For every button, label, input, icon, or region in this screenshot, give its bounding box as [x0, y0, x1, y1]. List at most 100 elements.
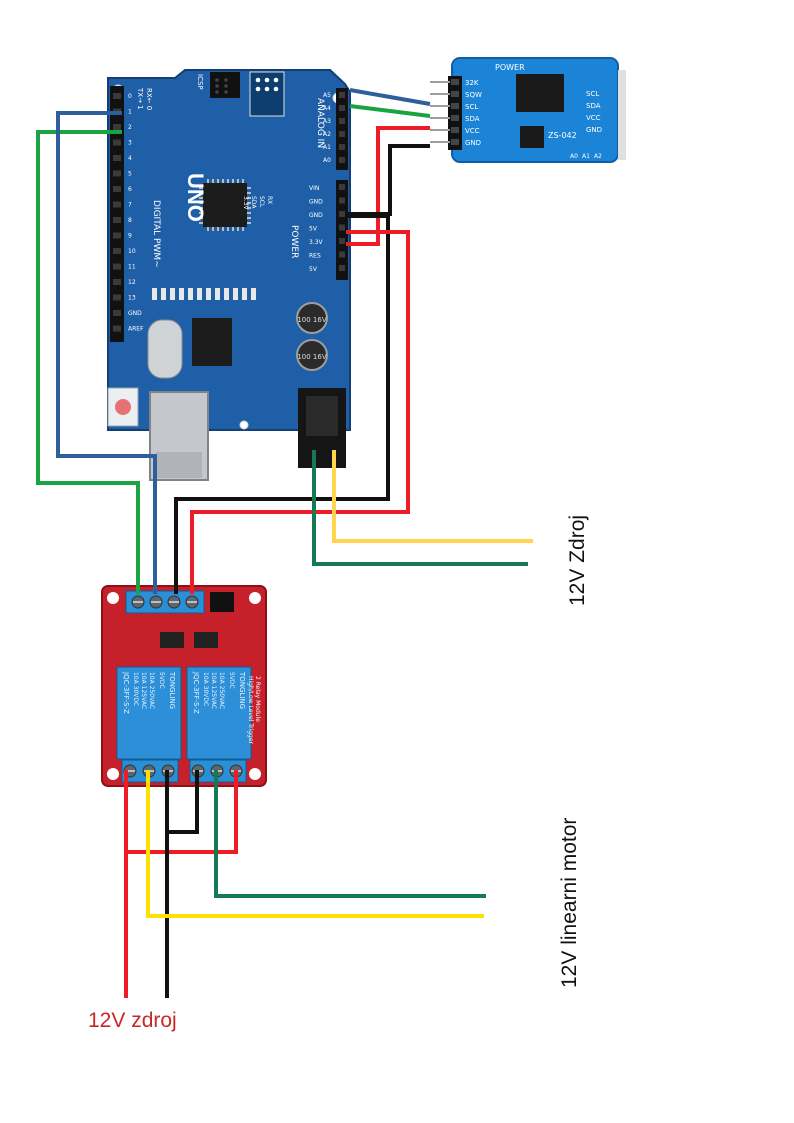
wire-red-relay-bridge	[126, 770, 238, 854]
digital-pin-hole	[113, 279, 121, 285]
rtc-address-label: A0	[570, 153, 578, 160]
relay2-rating1: 10A 250VAC	[218, 672, 225, 709]
wire-black-relay-bridge	[167, 770, 199, 834]
power-pin-label: 5V	[309, 226, 318, 233]
analog-pin-label: A2	[323, 131, 331, 138]
analog-pin-label: A4	[323, 105, 331, 112]
icsp-label: ICSP	[196, 74, 204, 90]
digital-pin-hole	[113, 155, 121, 161]
analog-pin-hole	[339, 157, 345, 163]
rtc-address-label: A2	[594, 153, 602, 160]
rtc-right-pin-label: SDA	[586, 102, 601, 110]
rtc-right-pin-label: GND	[586, 126, 602, 134]
power-pin-label: GND	[309, 199, 323, 206]
wire-gold-power-pos	[332, 450, 533, 543]
digital-pin-label: 8	[128, 217, 132, 224]
power-pin-hole	[339, 197, 345, 204]
relay1-model: JQC-3FF-S-Z	[122, 671, 130, 714]
smd-components	[152, 288, 256, 300]
digital-pin-label: 2	[128, 124, 132, 131]
cap-label-1: 100 16V	[297, 316, 326, 324]
digital-pin-hole	[113, 201, 121, 208]
rtc-left-pin-label: SCL	[465, 103, 478, 111]
chip-legs	[199, 179, 251, 231]
icsp-dots	[215, 77, 279, 94]
right-pin-holes	[339, 92, 345, 271]
digital-pin-hole	[113, 263, 121, 270]
capacitor-1: 100 16V	[296, 302, 328, 334]
relay2-brand: TONGLING	[238, 671, 246, 709]
digital-pin-hole	[113, 248, 121, 254]
board-misc-label: 3.3V	[242, 196, 249, 211]
digital-pin-label: AREF	[128, 326, 144, 333]
rtc-left-pins-graphics	[430, 79, 459, 145]
power-supply-label-top: 12V Zdroj	[566, 515, 589, 606]
icsp-header-right	[249, 71, 285, 117]
relay1-coil: 5VDC	[158, 672, 165, 689]
wire-yellow-motor	[146, 770, 484, 918]
digital-pin-hole	[113, 232, 121, 239]
digital-pin-hole	[113, 170, 121, 177]
analog-pin-hole	[339, 105, 345, 111]
power-pin-hole	[339, 224, 345, 231]
relay2-rating2: 10A 125VAC	[210, 672, 217, 709]
cap-label-2: 100 16V	[297, 353, 326, 361]
rtc-left-pin-label: GND	[465, 139, 481, 147]
power-pin-label: 3.3V	[309, 239, 324, 246]
relay-title: 2 Relay Module	[254, 676, 261, 722]
digital-pin-label: 0	[128, 93, 132, 100]
wire-red-rtc-vcc	[346, 126, 430, 246]
wire-blue-d3-relay	[56, 111, 157, 594]
analog-pin-hole	[339, 92, 345, 98]
digital-pin-hole	[113, 310, 121, 316]
crystal	[147, 319, 183, 379]
power-pin-label: 5V	[309, 266, 318, 273]
rx-label: RX← 0	[145, 88, 153, 110]
relay1-brand: TONGLING	[168, 671, 176, 709]
digital-pin-label: 9	[128, 233, 132, 240]
relay-1: TONGLING 5VDC 10A 250VAC 10A 125VAC 10A …	[116, 666, 182, 760]
rtc-right-pin-label: SCL	[586, 90, 599, 98]
digital-pin-label: 6	[128, 186, 132, 193]
relay-input-screws	[131, 595, 199, 609]
digital-pin-hole	[113, 186, 121, 192]
digital-pin-hole	[113, 93, 121, 99]
digital-header-label: DIGITAL PWM~	[151, 200, 161, 268]
wire-black-rtc-gnd	[346, 144, 430, 216]
atmega-chip	[203, 183, 247, 227]
capacitor-2: 100 16V	[296, 339, 328, 371]
power-pin-label: RES	[309, 253, 321, 260]
digital-header	[110, 86, 124, 342]
analog-pin-hole	[339, 118, 345, 124]
digital-pin-label: 1	[128, 109, 132, 116]
ds3231-chip	[516, 74, 564, 112]
digital-pin-hole	[113, 124, 121, 130]
power-pin-hole	[339, 251, 345, 258]
analog-pin-label: A3	[323, 118, 331, 125]
digital-pin-hole	[113, 139, 121, 146]
relay-module-2ch: TONGLING 5VDC 10A 250VAC 10A 125VAC 10A …	[101, 585, 267, 787]
power-supply-label-bottom: 12V zdroj	[88, 1009, 177, 1032]
relay2-rating3: 10A 30VDC	[202, 672, 209, 706]
rtc-left-pin-label: SDA	[465, 115, 480, 123]
board-model: UNO	[183, 173, 208, 222]
relay-input-terminal	[125, 590, 205, 614]
arduino-uno-board: 100 16V 100 16V UNO DIGITAL PWM~ ANALOG …	[107, 69, 351, 481]
wire-green-rtc-sda	[349, 104, 431, 118]
wire-black-gnd-relay	[174, 214, 390, 594]
power-pin-hole	[339, 265, 345, 271]
digital-pin-label: 10	[128, 248, 136, 255]
board-misc-label: RX	[266, 196, 273, 204]
digital-pin-hole	[113, 294, 121, 301]
digital-pin-label: 12	[128, 279, 136, 286]
rtc-left-header	[448, 76, 462, 150]
relay2-model: JQC-3FF-S-Z	[192, 671, 200, 714]
